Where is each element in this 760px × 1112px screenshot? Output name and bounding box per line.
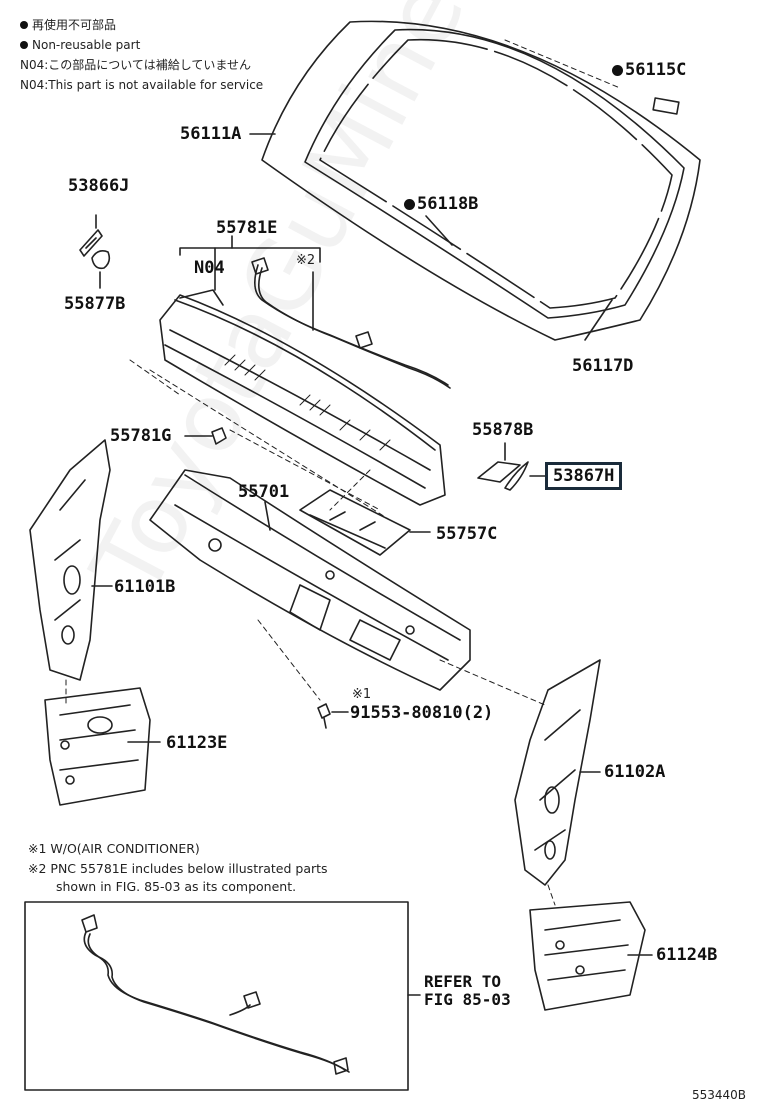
part-label-53867h-highlighted[interactable]: 53867H bbox=[545, 462, 623, 490]
non-reusable-dot-icon bbox=[612, 65, 623, 76]
cowl-side-left[interactable] bbox=[29, 439, 111, 681]
part-label-56118b[interactable]: 56118B bbox=[404, 194, 478, 214]
part-number: 56118B bbox=[417, 194, 479, 214]
part-label-55877b[interactable]: 55877B bbox=[64, 294, 126, 314]
part-label-56111a[interactable]: 56111A bbox=[180, 124, 242, 144]
legend-reuse-en-text: Non-reusable part bbox=[32, 38, 141, 52]
part-label-61124b[interactable]: 61124B bbox=[656, 945, 718, 965]
footnote-2-line2: shown in FIG. 85-03 as its component. bbox=[56, 879, 297, 894]
part-label-53866j[interactable]: 53866J bbox=[68, 176, 130, 196]
legend-reuse-jp: 再使用不可部品 bbox=[20, 18, 116, 32]
bullet-icon bbox=[20, 21, 28, 29]
footnote-1: ※1 W/O(AIR CONDITIONER) bbox=[28, 841, 200, 856]
bullet-icon bbox=[20, 41, 28, 49]
washer-hose[interactable] bbox=[251, 257, 451, 389]
seal-53867h[interactable] bbox=[504, 461, 529, 491]
reference-hose bbox=[81, 914, 350, 1075]
legend-reuse-jp-text: 再使用不可部品 bbox=[32, 18, 117, 32]
legend-reuse-en: Non-reusable part bbox=[20, 38, 140, 52]
cowl-side-left-lower[interactable] bbox=[44, 687, 151, 806]
part-label-56115c[interactable]: 56115C bbox=[612, 60, 686, 80]
refer-line-1: REFER TO bbox=[424, 972, 502, 991]
part-label-56117d[interactable]: 56117D bbox=[572, 356, 634, 376]
legend-n04-jp: N04:この部品については補給していません bbox=[20, 58, 251, 72]
cowl-side-right-lower[interactable] bbox=[529, 901, 646, 1011]
part-label-55701[interactable]: 55701 bbox=[238, 482, 290, 502]
footnote-2-line1: ※2 PNC 55781E includes below illustrated… bbox=[28, 861, 328, 876]
clip-53866j[interactable] bbox=[79, 229, 103, 257]
seal-55878b[interactable] bbox=[477, 461, 521, 483]
mark-2: ※2 bbox=[296, 253, 316, 268]
non-reusable-dot-icon bbox=[404, 199, 415, 210]
bracket-55757c[interactable] bbox=[299, 489, 411, 556]
reference-box bbox=[24, 901, 409, 1091]
part-label-55781g[interactable]: 55781G bbox=[110, 426, 172, 446]
part-label-55781e[interactable]: 55781E bbox=[216, 218, 278, 238]
part-label-61101b[interactable]: 61101B bbox=[114, 577, 176, 597]
part-label-55757c[interactable]: 55757C bbox=[436, 524, 498, 544]
part-label-n04[interactable]: N04 bbox=[194, 258, 225, 278]
clip-55877b[interactable] bbox=[91, 250, 111, 270]
part-number: 56115C bbox=[625, 60, 687, 80]
cowl-side-right[interactable] bbox=[514, 659, 601, 886]
bolt-91553[interactable] bbox=[317, 703, 331, 729]
legend-n04-en: N04:This part is not available for servi… bbox=[20, 78, 264, 92]
clip-55781g[interactable] bbox=[211, 427, 227, 445]
windshield-glass[interactable] bbox=[261, 20, 701, 341]
part-label-91553-80810[interactable]: 91553-80810(2) bbox=[350, 703, 494, 723]
diagram-id: 553440B bbox=[691, 1088, 746, 1102]
part-label-55878b[interactable]: 55878B bbox=[472, 420, 534, 440]
dash-panel[interactable] bbox=[149, 469, 471, 691]
cowl-louver[interactable] bbox=[159, 289, 446, 506]
mark-1: ※1 bbox=[352, 687, 372, 702]
part-label-61102a[interactable]: 61102A bbox=[604, 762, 666, 782]
part-label-61123e[interactable]: 61123E bbox=[166, 733, 228, 753]
refer-line-2: FIG 85-03 bbox=[424, 990, 511, 1009]
